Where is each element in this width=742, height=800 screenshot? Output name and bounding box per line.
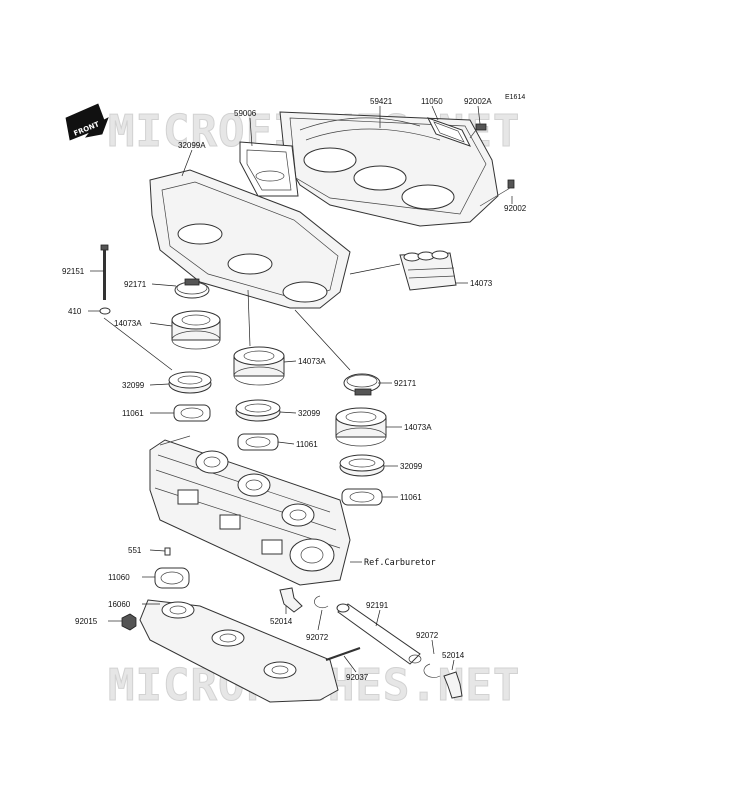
label-59006: 59006	[234, 109, 257, 118]
carb-holder-a	[168, 371, 212, 394]
label-14073A-a: 14073A	[114, 319, 142, 328]
bolt-long	[479, 179, 515, 207]
label-14073: 14073	[470, 279, 493, 288]
elbow-fitting-b	[443, 671, 463, 699]
duct-gasket-a	[173, 404, 211, 422]
label-reference: Ref.Carburetor	[364, 558, 436, 568]
label-92171-lower: 92171	[394, 379, 417, 388]
label-16060: 16060	[108, 600, 131, 609]
air-box-base	[149, 169, 351, 309]
duct-gasket-c	[341, 488, 383, 506]
label-92002: 92002	[504, 204, 527, 213]
label-92072-a: 92072	[306, 633, 329, 642]
carburetor-assembly	[149, 435, 351, 586]
stud-bolt	[100, 244, 109, 300]
nut	[121, 613, 137, 631]
rubber-duct-c	[335, 407, 387, 447]
carb-gasket	[154, 567, 190, 589]
label-11061-a: 11061	[122, 409, 144, 418]
carb-holder-b	[235, 399, 281, 422]
label-52014-a: 52014	[270, 617, 293, 626]
label-11050: 11050	[421, 97, 443, 106]
label-14073A-c: 14073A	[404, 423, 432, 432]
label-32099A: 32099A	[178, 141, 206, 150]
label-551: 551	[128, 546, 142, 555]
label-52014-b: 52014	[442, 651, 465, 660]
label-11061-b: 11061	[296, 440, 318, 449]
rubber-duct-a	[171, 310, 221, 350]
label-410: 410	[68, 307, 82, 316]
label-92151: 92151	[62, 267, 85, 276]
carb-holder-c	[339, 454, 385, 477]
label-92037: 92037	[346, 673, 369, 682]
leader-lines	[88, 105, 513, 673]
part-labels: 59421 11050 92002A 59006 32099A 92002 92…	[62, 97, 527, 682]
label-92171-upper: 92171	[124, 280, 147, 289]
label-92072-b: 92072	[416, 631, 439, 640]
hose-clamp-upper	[174, 278, 210, 299]
rubber-duct-b	[233, 346, 285, 386]
washer	[99, 307, 111, 315]
label-59421: 59421	[370, 97, 393, 106]
elbow-fitting-a	[279, 587, 303, 613]
hose-clip-a	[314, 595, 329, 609]
intake-manifold	[139, 599, 339, 703]
fuel-hose	[336, 603, 422, 665]
label-32099-c: 32099	[400, 462, 423, 471]
label-92002A: 92002A	[464, 97, 492, 106]
label-11060: 11060	[108, 573, 130, 582]
bolt-small	[469, 123, 487, 139]
label-32099-b: 32099	[298, 409, 321, 418]
duct-gasket-b	[237, 433, 279, 451]
label-92015: 92015	[75, 617, 98, 626]
bracket	[426, 117, 472, 147]
cover-gasket	[239, 141, 299, 197]
label-32099-a: 32099	[122, 381, 145, 390]
band	[325, 647, 361, 661]
intake-duct	[399, 250, 457, 291]
hose-clamp-lower	[343, 373, 381, 396]
label-92191: 92191	[366, 601, 389, 610]
label-11061-c: 11061	[400, 493, 422, 502]
dowel-pin	[164, 547, 171, 556]
hose-clip-b	[423, 663, 441, 678]
air-box-cover	[279, 111, 499, 227]
front-arrow-icon: FRONT	[65, 103, 109, 141]
label-14073A-b: 14073A	[298, 357, 326, 366]
diagram-code: E1614	[505, 94, 525, 101]
